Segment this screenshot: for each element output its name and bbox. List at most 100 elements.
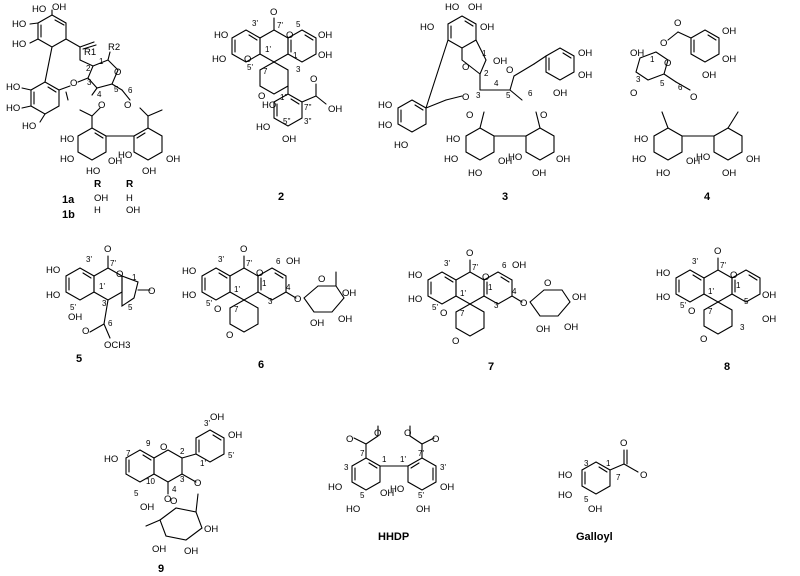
label-ho: HO (445, 2, 459, 13)
label-ho: HO (12, 19, 26, 30)
num-3p: 3' (692, 257, 698, 266)
label-o: O (160, 442, 167, 453)
num-3pp: 3'' (304, 117, 312, 126)
label-o: O (82, 326, 89, 337)
label-o: O (70, 78, 77, 89)
num-9: 9 (146, 439, 151, 448)
num-5p: 5' (247, 63, 253, 72)
label-o: O (660, 38, 667, 49)
label-o: O (318, 274, 325, 285)
num-7p: 7' (472, 263, 478, 272)
num-7: 7 (234, 305, 239, 314)
num-7p: 7' (246, 259, 252, 268)
compound-label-8: 8 (724, 361, 730, 373)
label-ho: HO (262, 100, 276, 111)
num-3: 3 (494, 301, 499, 310)
compound-label-2: 2 (278, 191, 284, 203)
label-ho: HO (22, 121, 36, 132)
num-1: 1 (132, 273, 137, 282)
label-o: O (664, 58, 671, 69)
label-o: O (714, 246, 721, 257)
compound-label-hhdp: HHDP (378, 531, 409, 543)
label-o: O (540, 110, 547, 121)
label-o: O (432, 434, 439, 445)
num-1: 1 (482, 49, 487, 58)
structure-galloyl: O O 3 1 7 5 HO HO OH Galloyl (558, 438, 647, 543)
num-4: 4 (97, 90, 102, 99)
num-5p: 5' (70, 303, 76, 312)
label-oh: OH (556, 154, 570, 165)
num-3: 3 (87, 78, 92, 87)
label-ho: HO (256, 122, 270, 133)
num-4: 4 (172, 485, 177, 494)
label-ho: HO (632, 154, 646, 165)
label-ho: HO (46, 290, 60, 301)
num-1: 1 (606, 459, 611, 468)
label-oh: OH (342, 288, 356, 299)
label-oh: OH (108, 156, 122, 167)
label-oh: OH (746, 154, 760, 165)
num-7: 7 (360, 449, 365, 458)
label-ho: HO (6, 82, 20, 93)
label-o: O (690, 92, 697, 103)
label-oh: OH (440, 482, 454, 493)
label-ho: HO (378, 100, 392, 111)
table-header-r2: R (126, 179, 134, 190)
num-4: 4 (512, 287, 517, 296)
label-ho: HO (32, 4, 46, 15)
compound-label-4: 4 (704, 191, 711, 203)
label-o: O (214, 304, 221, 315)
label-oh: OH (318, 30, 332, 41)
label-o: O (630, 88, 637, 99)
num-6: 6 (502, 261, 507, 270)
label-o: O (170, 496, 177, 507)
label-och3: OCH3 (104, 340, 130, 351)
structure-4: OH OH OH O O O 1 3 5 6 OH O O HO HO HO O… (630, 18, 760, 203)
label-ho: HO (60, 134, 74, 145)
label-oh: OH (572, 292, 586, 303)
label-oh: OH (318, 50, 332, 61)
label-ho: HO (118, 150, 132, 161)
num-5: 5 (134, 489, 139, 498)
label-o: O (544, 278, 551, 289)
structure-8: O O 3' 7' 1' 1 5 3 5' 7 HO HO O O OH OH … (656, 246, 776, 373)
num-3: 3 (268, 297, 273, 306)
num-1: 1 (488, 283, 493, 292)
num-1: 1 (736, 281, 741, 290)
num-7p: 7' (110, 259, 116, 268)
num-10: 10 (146, 477, 155, 486)
table-1b-r2: OH (126, 205, 140, 216)
label-oh: OH (578, 48, 592, 59)
num-7pp: 7'' (304, 103, 312, 112)
label-ho: HO (328, 482, 342, 493)
label-ho: HO (46, 265, 60, 276)
num-2: 2 (484, 69, 489, 78)
label-oh: OH (762, 290, 776, 301)
label-oh: OH (380, 488, 394, 499)
label-oh: OH (468, 2, 482, 13)
label-oh: OH (184, 546, 198, 557)
label-o: O (124, 100, 131, 111)
label-ho: HO (420, 22, 434, 33)
label-o: O (520, 298, 527, 309)
num-3p: 3' (86, 255, 92, 264)
num-1: 1 (262, 279, 267, 288)
label-o: O (104, 244, 111, 255)
label-ho: HO (408, 294, 422, 305)
label-oh: OH (630, 48, 644, 59)
num-1: 1 (382, 455, 387, 464)
label-oh: OH (702, 70, 716, 81)
compound-label-1a: 1a (62, 194, 75, 206)
label-ho: HO (12, 39, 26, 50)
label-o: O (466, 248, 473, 259)
num-5: 5 (128, 303, 133, 312)
num-6: 6 (128, 86, 133, 95)
label-o: O (700, 334, 707, 345)
structure-6: O O 3' 7' 1' 1 6 4 3 5' 7 HO HO O O OH O… (182, 244, 356, 371)
num-3: 3 (102, 299, 107, 308)
label-oh: OH (480, 22, 494, 33)
num-1p: 1' (99, 282, 105, 291)
label-ho: HO (212, 54, 226, 65)
label-ho: HO (558, 470, 572, 481)
num-5p: 5' (228, 451, 234, 460)
